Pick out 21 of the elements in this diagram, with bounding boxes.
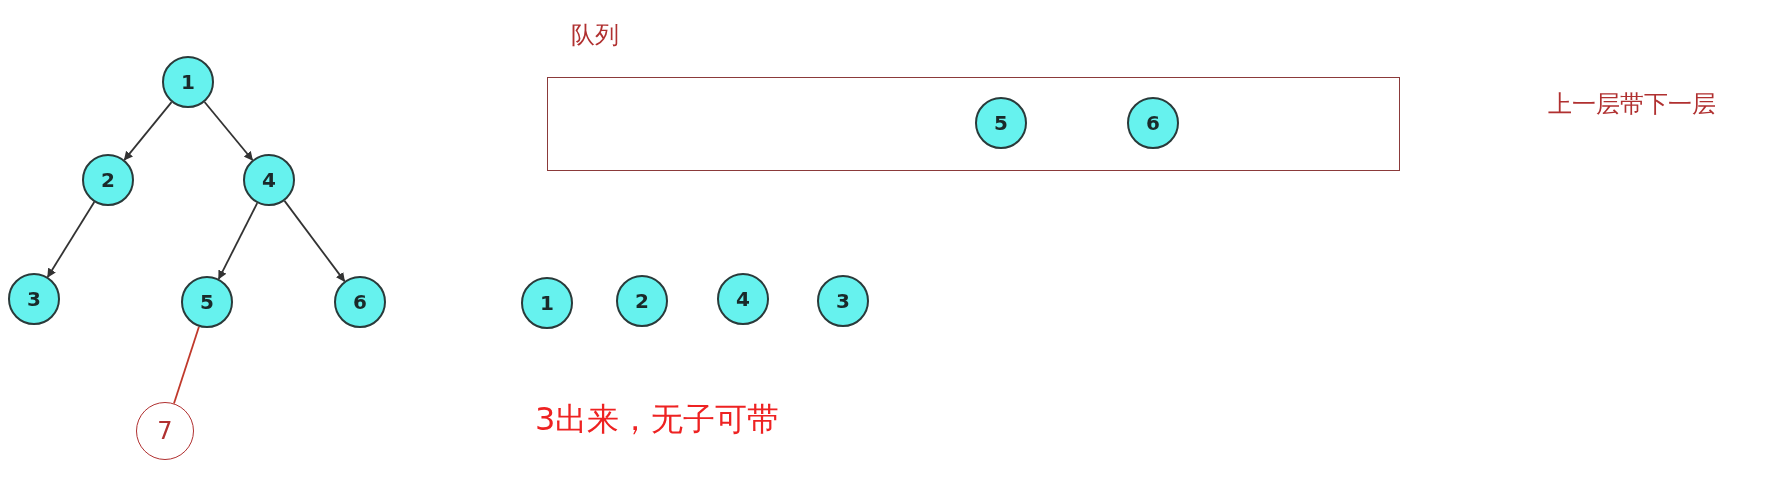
- tree-node-circle: 4: [243, 154, 295, 206]
- arrow: [217, 202, 259, 280]
- arrow: [203, 101, 254, 161]
- connector-line: [173, 325, 200, 405]
- note-text: 上一层带下一层: [1548, 89, 1716, 120]
- tree-node-circle: 3: [817, 275, 869, 327]
- queue-heading: 队列: [571, 20, 619, 51]
- tree-node-circle: 1: [521, 277, 573, 329]
- tree-node-circle: 5: [975, 97, 1027, 149]
- tree-node-circle: 2: [616, 275, 668, 327]
- tree-node-circle: 1: [162, 56, 214, 108]
- arrow: [123, 101, 173, 161]
- note-text: 3出来，无子可带: [535, 399, 780, 440]
- tree-node-circle: 6: [334, 276, 386, 328]
- arrow: [46, 201, 96, 278]
- tree-node-circle: 4: [717, 273, 769, 325]
- arrow: [283, 199, 346, 283]
- tree-node-circle: 5: [181, 276, 233, 328]
- tree-node-circle: 3: [8, 273, 60, 325]
- tree-node-circle: 2: [82, 154, 134, 206]
- tree-node-circle: 6: [1127, 97, 1179, 149]
